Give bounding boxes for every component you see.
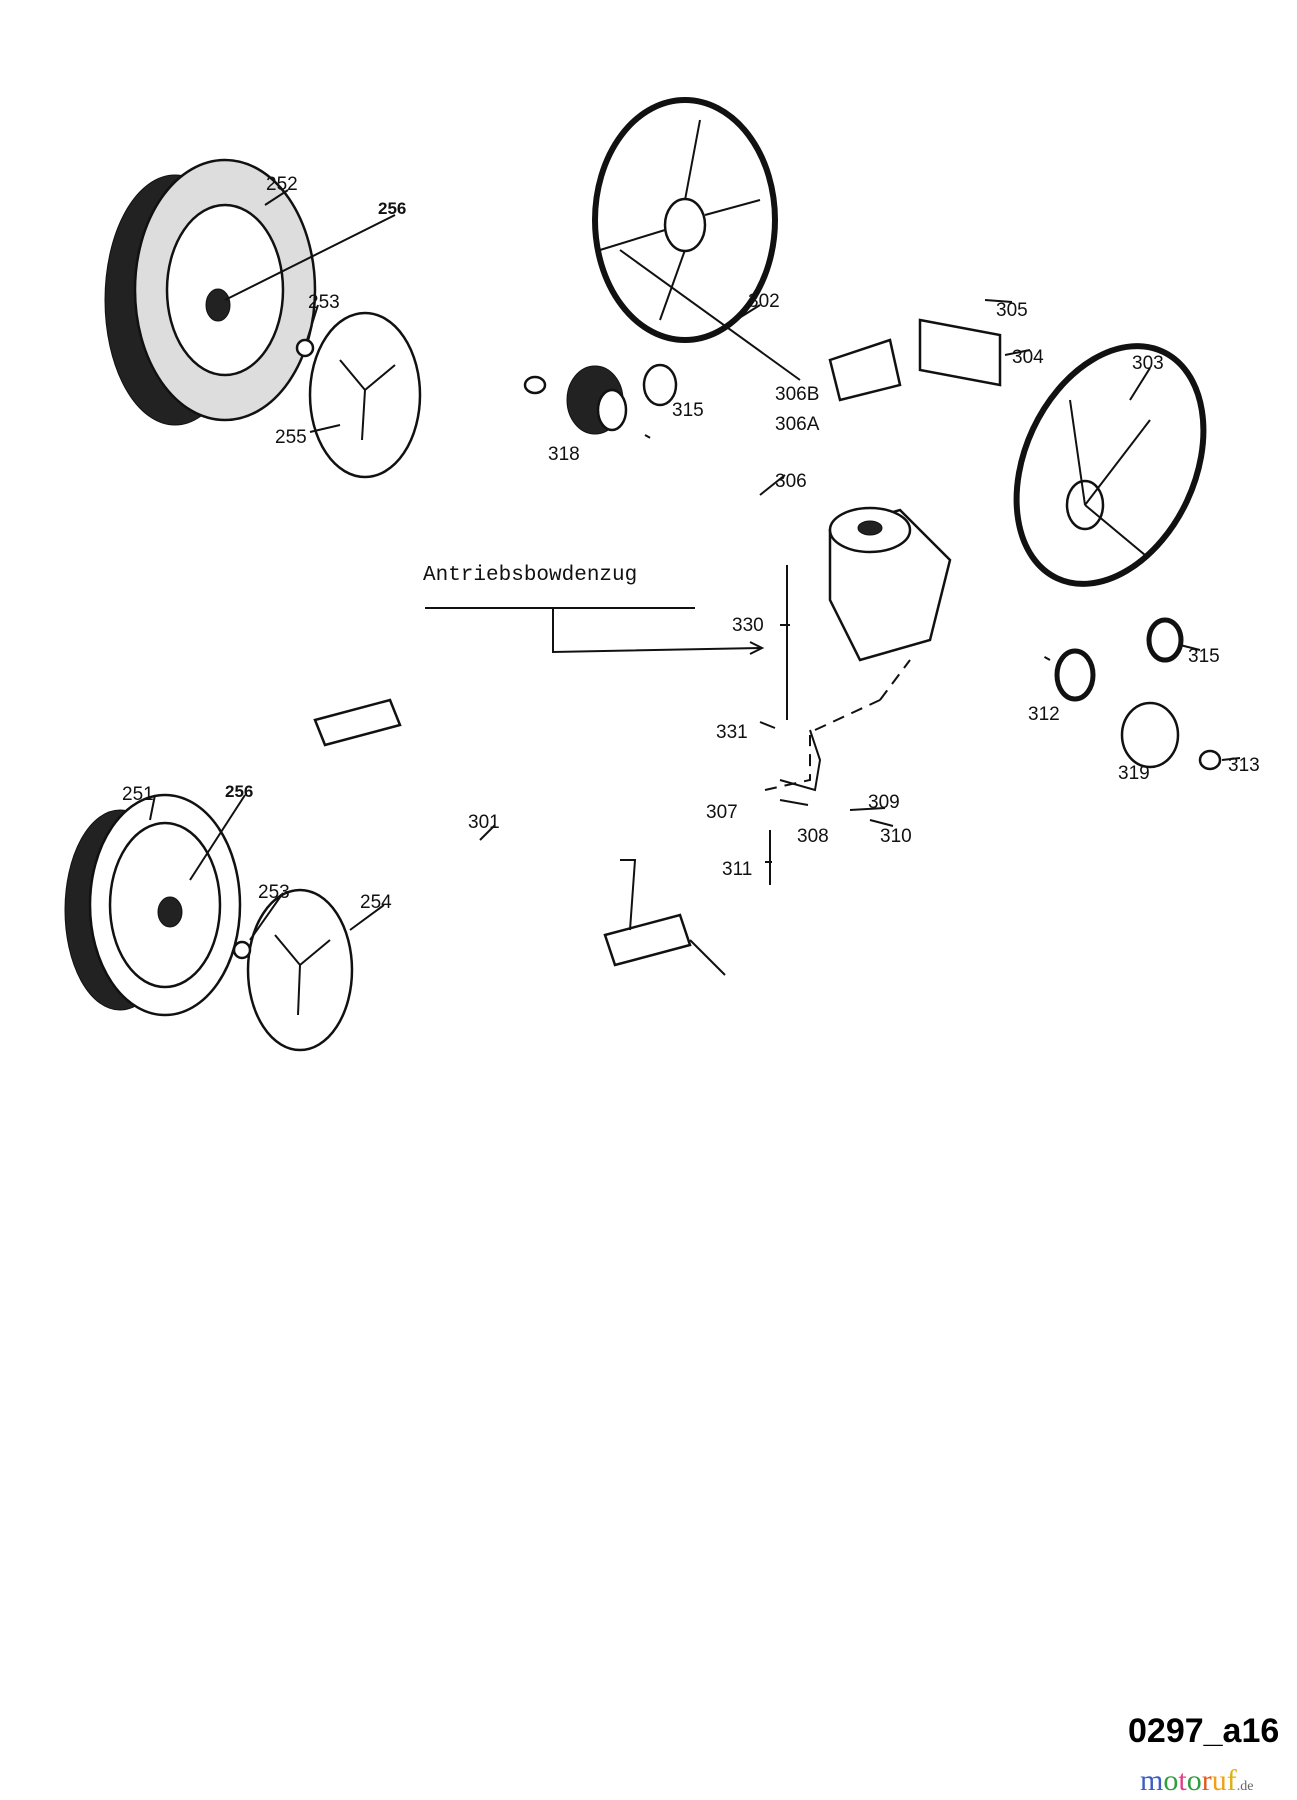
- drawing-code: 0297_a16: [1128, 1712, 1279, 1750]
- callout-antriebsbowdenzug: Antriebsbowdenzug: [423, 564, 637, 587]
- part-label: 303: [1132, 353, 1164, 374]
- gearbox: [828, 506, 952, 662]
- lever-307: [779, 729, 822, 792]
- callout-line: [425, 607, 761, 654]
- front-wheel-251: [64, 793, 242, 1017]
- watermark-letter: m: [1140, 1764, 1163, 1797]
- watermark-letter: f: [1227, 1764, 1237, 1797]
- hubcap-254: [246, 888, 354, 1052]
- part-label: 256: [225, 782, 253, 801]
- watermark-letter: o: [1187, 1764, 1202, 1797]
- part-label: 254: [360, 892, 392, 913]
- leader-lines: [149, 189, 1241, 941]
- part-label: 310: [880, 826, 912, 847]
- part-label: 251: [122, 784, 154, 805]
- bearing-315: [642, 363, 678, 407]
- plate-304: [918, 318, 1002, 387]
- part-label: 309: [868, 792, 900, 813]
- rear-wheel-252: [104, 158, 317, 426]
- watermark-letter: u: [1212, 1764, 1227, 1797]
- part-label: 256: [378, 199, 406, 218]
- watermark-letter: o: [1163, 1764, 1178, 1797]
- part-label: 315: [1188, 646, 1220, 667]
- watermark-suffix: .de: [1237, 1779, 1254, 1794]
- part-label: 253: [258, 882, 290, 903]
- wheel-303: [1013, 343, 1207, 587]
- bearing-312: [1054, 648, 1096, 702]
- clip: [523, 375, 547, 395]
- part-label: 319: [1118, 763, 1150, 784]
- part-label: 306: [775, 471, 807, 492]
- screw-253b: [232, 940, 252, 960]
- watermark-letter: r: [1202, 1764, 1212, 1797]
- hubcap-255: [308, 311, 422, 479]
- part-label: 304: [1012, 347, 1044, 368]
- part-label: 308: [797, 826, 829, 847]
- part-label: 331: [716, 722, 748, 743]
- watermark-letter: t: [1178, 1764, 1187, 1797]
- part-label: 330: [732, 615, 764, 636]
- screw-253: [295, 338, 315, 358]
- part-label: 313: [1228, 755, 1260, 776]
- watermark-logo: motoruf.de: [1140, 1764, 1253, 1797]
- part-label: 255: [275, 427, 307, 448]
- wheel-302: [592, 97, 778, 343]
- part-label: 306A: [775, 414, 820, 435]
- gear-319: [1120, 701, 1180, 769]
- part-label: 253: [308, 292, 340, 313]
- bearing-315b: [1146, 617, 1184, 663]
- part-label: 302: [748, 291, 780, 312]
- clip-313: [1198, 749, 1222, 771]
- part-label: 301: [468, 812, 500, 833]
- part-label: 307: [706, 802, 738, 823]
- part-label: 306B: [775, 384, 819, 405]
- part-label: 311: [722, 859, 752, 880]
- gear-318: [566, 365, 628, 435]
- shaft-302: [619, 249, 801, 381]
- part-label: 318: [548, 444, 580, 465]
- part-label: 305: [996, 300, 1028, 321]
- part-label: 315: [672, 400, 704, 421]
- part-label: 252: [266, 174, 298, 195]
- part-label: 312: [1028, 704, 1060, 725]
- bracket-306B: [828, 338, 902, 402]
